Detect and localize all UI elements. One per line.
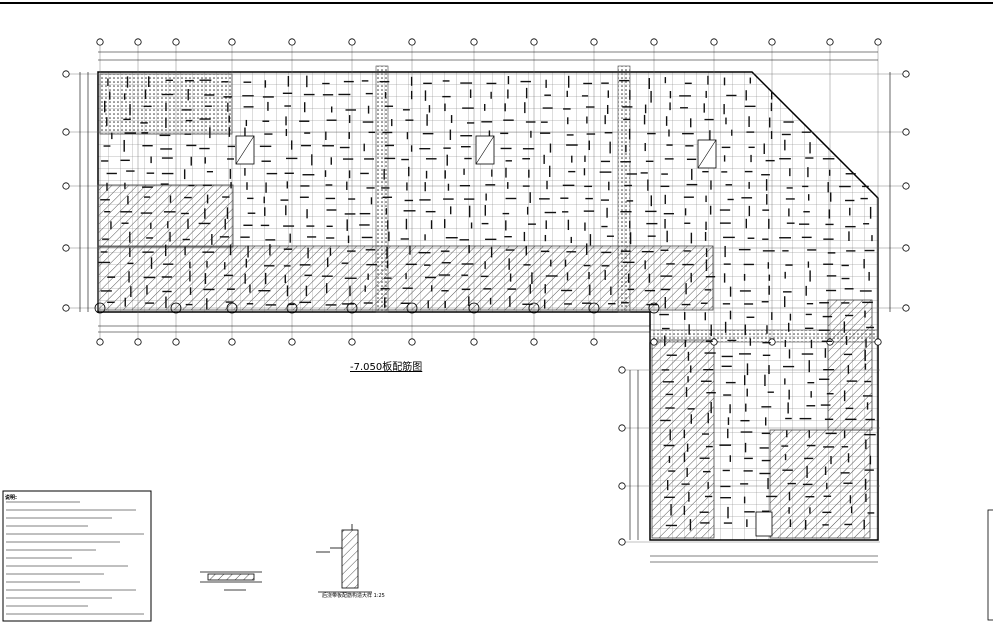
dimension-lines xyxy=(79,51,891,563)
section-detail-right xyxy=(316,524,372,593)
detail-title: 后浇带板配筋构造大样 1:25 xyxy=(322,593,385,599)
rebar-marks xyxy=(98,75,876,531)
stair-openings xyxy=(235,135,773,537)
notes-header: 说明: xyxy=(5,495,17,501)
notes-table xyxy=(2,490,152,622)
plan-title: -7.050板配筋图 xyxy=(350,362,423,373)
axis-grid xyxy=(62,38,910,546)
title-block-edge xyxy=(987,509,993,621)
section-detail-left xyxy=(200,571,262,591)
